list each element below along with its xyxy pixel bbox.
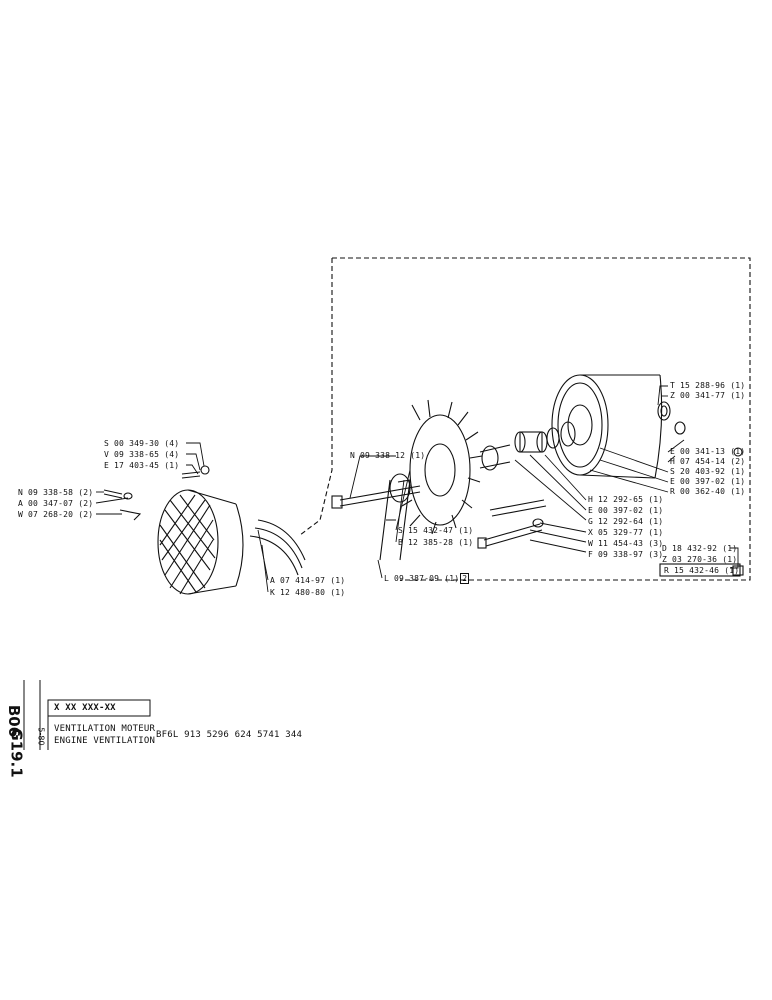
bolts bbox=[331, 485, 547, 549]
part-label-n2: N 09 338-58 (2) bbox=[18, 488, 94, 497]
part-label-s2: S 15 432-47 (1) bbox=[398, 526, 474, 535]
revision-box bbox=[732, 565, 744, 576]
part-label-s1: S 20 403-92 (1) bbox=[670, 467, 746, 476]
small-hardware bbox=[103, 465, 210, 521]
revision-circle bbox=[733, 447, 743, 457]
title-english: ENGINE VENTILATION bbox=[54, 736, 156, 746]
part-label-l1: L 09 387-09 (1)2 bbox=[384, 573, 470, 584]
bearing-set bbox=[479, 421, 576, 471]
part-label-g1: G 12 292-64 (1) bbox=[588, 517, 664, 526]
part-label-k1: K 12 480-80 (1) bbox=[270, 588, 346, 597]
assembly-frame bbox=[332, 257, 751, 581]
shroud-ring bbox=[249, 519, 306, 576]
assembly-frame-connector bbox=[299, 420, 333, 536]
fan-guard bbox=[157, 489, 244, 595]
part-label-t: T 15 288-96 (1) bbox=[670, 381, 746, 390]
title-block-frame bbox=[23, 680, 151, 750]
part-label-a2: A 07 414-97 (1) bbox=[270, 576, 346, 585]
part-label-z2: Z 03 270-36 (1) bbox=[662, 555, 738, 564]
part-label-f1: F 09 338-97 (3) bbox=[588, 550, 664, 559]
part-label-z: Z 00 341-77 (1) bbox=[670, 391, 746, 400]
part-label-v1: V 09 338-65 (4) bbox=[104, 450, 180, 459]
part-label-a1: A 00 347-07 (2) bbox=[18, 499, 94, 508]
belt-pulley bbox=[379, 473, 411, 561]
bearing-nut bbox=[657, 401, 686, 435]
part-label-n1: N 09 338-12 (1) bbox=[350, 451, 426, 460]
catalog-code-bottom: G19.1 bbox=[7, 728, 26, 778]
part-label-e3: E 00 397-02 (1) bbox=[588, 506, 664, 515]
part-label-w1: W 11 454-43 (3) bbox=[588, 539, 664, 548]
part-label-h2: H 12 292-65 (1) bbox=[588, 495, 664, 504]
part-label-e1: E 00 341-13 (1) bbox=[670, 447, 746, 456]
part-label-r1: R 00 362-40 (1) bbox=[670, 487, 746, 496]
part-label-x1: X 05 329-77 (1) bbox=[588, 528, 664, 537]
part-label-e4: E 17 403-45 (1) bbox=[104, 461, 180, 470]
fan-housing bbox=[551, 374, 663, 479]
part-label-r2: R 15 432-46 (1) bbox=[664, 566, 740, 575]
engine-reference: BF6L 913 5296 624 5741 344 bbox=[156, 730, 303, 740]
part-label-s3: S 00 349-30 (4) bbox=[104, 439, 180, 448]
title-french: VENTILATION MOTEUR bbox=[54, 724, 156, 734]
issue-date: 5-80 bbox=[36, 727, 46, 746]
leader-lines bbox=[95, 385, 739, 593]
part-label-l1-box: 2 bbox=[460, 573, 470, 584]
part-label-e2: E 00 397-02 (1) bbox=[670, 477, 746, 486]
part-label-b1: B 12 385-28 (1) bbox=[398, 538, 474, 547]
part-label-h1: H 07 454-14 (2) bbox=[670, 457, 746, 466]
part-label-d1: D 18 432-92 (1) bbox=[662, 544, 738, 553]
fan-wheel bbox=[397, 399, 483, 535]
part-box bbox=[659, 563, 741, 577]
part-label-w2: W 07 268-20 (2) bbox=[18, 510, 94, 519]
serial-number: X XX XXX-XX bbox=[54, 703, 116, 713]
